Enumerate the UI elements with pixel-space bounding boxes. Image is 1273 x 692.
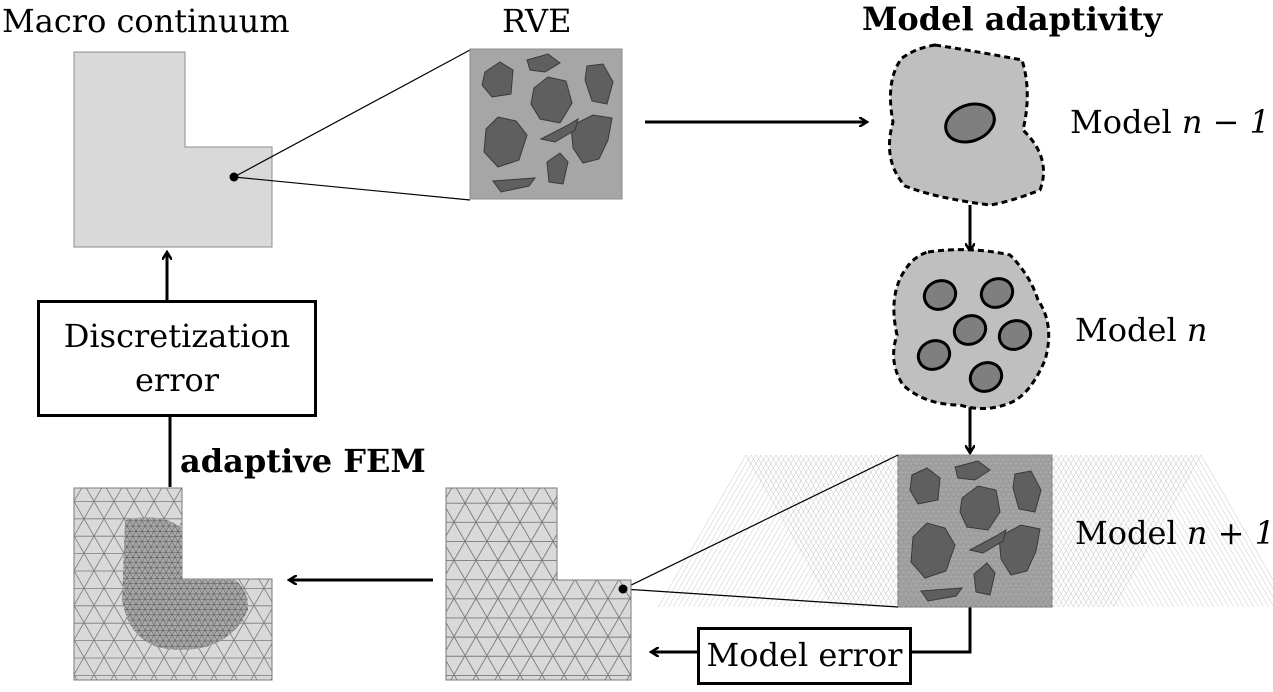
model-n-1-expr: n − 1 <box>1181 103 1270 141</box>
model-n+1-label: Model n + 1 <box>1075 517 1273 549</box>
model-adaptivity-title: Model adaptivity <box>862 0 1163 38</box>
model-n+1-prefix: Model <box>1075 514 1187 552</box>
uniform-mesh-lines <box>446 488 631 680</box>
zoom-line-mesh-top <box>622 454 899 590</box>
macro-continuum-label: Macro continuum <box>2 2 290 40</box>
discretization-error-line1: Discretization <box>63 317 291 356</box>
rve-label: RVE <box>502 2 572 40</box>
model-n+1-inclusions <box>909 460 1042 602</box>
rve-inclusions <box>481 53 614 193</box>
discretization-error-box: Discretization error <box>37 300 317 417</box>
macro-continuum-domain <box>73 51 273 248</box>
connector-model-error <box>912 607 972 654</box>
zoom-line-bottom <box>233 176 471 201</box>
mesh-material-point <box>618 584 628 594</box>
discretization-error-line2: error <box>134 360 220 399</box>
model-n-label: Model n <box>1075 314 1207 346</box>
zoom-line-mesh-bottom <box>622 588 899 608</box>
adaptive-mesh-lines <box>74 488 272 680</box>
model-n-prefix: Model <box>1075 311 1187 349</box>
model-n-inclusions <box>916 277 1033 393</box>
model-n-expr: n <box>1186 311 1208 349</box>
model-error-text: Model error <box>706 636 903 675</box>
model-error-box: Model error <box>697 627 912 685</box>
model-n-1-label: Model n − 1 <box>1070 106 1270 138</box>
model-n-1-inclusion <box>944 102 996 144</box>
adaptive-fem-label: adaptive FEM <box>180 442 426 480</box>
model-n-1-prefix: Model <box>1070 103 1182 141</box>
zoom-line-top <box>233 49 471 178</box>
model-n+1-expr: n + 1 <box>1186 514 1273 552</box>
